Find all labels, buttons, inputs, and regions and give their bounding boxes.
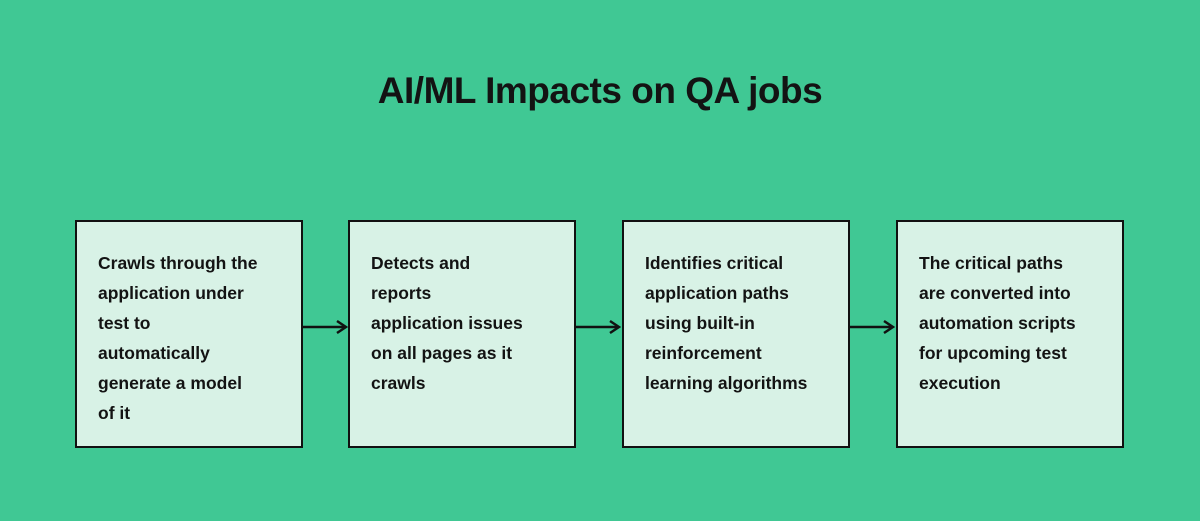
flow-step-2-text: Detects and reports application issues o…	[371, 253, 523, 393]
arrow-right-icon	[576, 319, 621, 335]
arrow-right-icon	[850, 319, 895, 335]
flow-step-3-text: Identifies critical application paths us…	[645, 253, 808, 393]
flow-step-4: The critical paths are converted into au…	[896, 220, 1124, 448]
flow-step-3: Identifies critical application paths us…	[622, 220, 850, 448]
arrow-right-icon	[303, 319, 348, 335]
flow-step-1-text: Crawls through the application under tes…	[98, 253, 258, 423]
flow-step-2: Detects and reports application issues o…	[348, 220, 576, 448]
page-title: AI/ML Impacts on QA jobs	[377, 70, 823, 111]
flow-step-1: Crawls through the application under tes…	[75, 220, 303, 448]
flow-step-4-text: The critical paths are converted into au…	[919, 253, 1076, 393]
